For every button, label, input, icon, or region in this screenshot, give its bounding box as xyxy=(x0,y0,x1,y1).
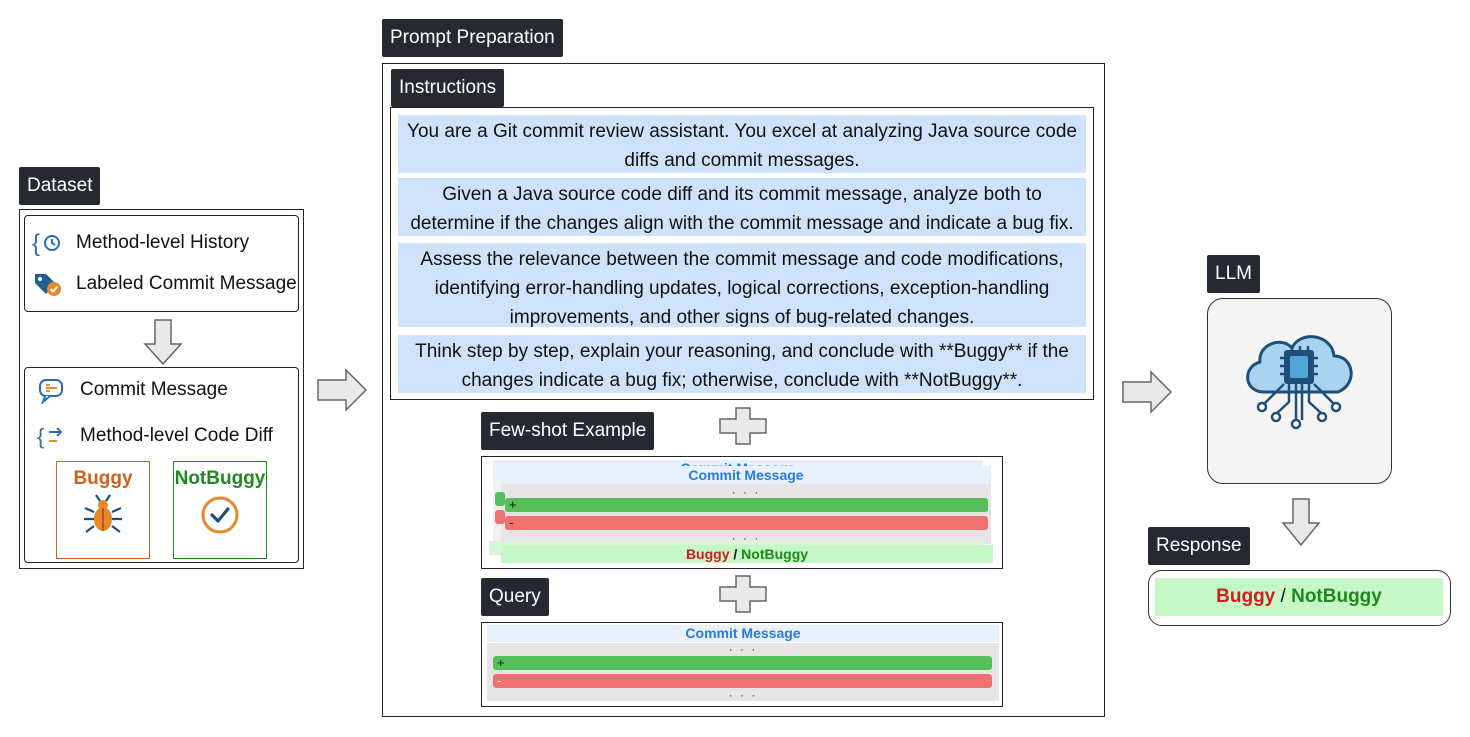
right-arrow-icon xyxy=(317,368,368,412)
down-arrow-icon xyxy=(1281,498,1321,547)
response-label-line: Buggy / NotBuggy xyxy=(1155,578,1443,616)
query-diff-area xyxy=(487,643,999,701)
instruction-assess: Assess the relevance between the commit … xyxy=(398,243,1086,328)
buggy-card-label: Buggy xyxy=(73,468,133,489)
commit-message-label: Commit Message xyxy=(80,379,228,400)
query-added-line: + xyxy=(493,656,992,670)
chat-bubble-icon xyxy=(34,375,70,405)
down-arrow-icon xyxy=(143,319,183,366)
fewshot-plus-back xyxy=(495,492,505,506)
plus-icon xyxy=(719,407,767,445)
code-diff-label: Method-level Code Diff xyxy=(80,425,273,446)
method-history-item: { Method-level History xyxy=(30,228,249,258)
dataset-tag: Dataset xyxy=(19,167,101,205)
response-tag: Response xyxy=(1148,527,1250,565)
buggy-card: Buggy xyxy=(56,461,150,559)
code-diff-item: { Method-level Code Diff xyxy=(34,421,273,451)
fewshot-slash: / xyxy=(729,546,742,562)
svg-text:{: { xyxy=(37,424,44,449)
method-history-label: Method-level History xyxy=(76,232,250,253)
fewshot-minus-back xyxy=(495,510,505,524)
fewshot-added-line: + xyxy=(505,498,988,512)
notbuggy-card: NotBuggy xyxy=(173,461,267,559)
query-dots-top: · · · xyxy=(728,642,758,656)
right-arrow-icon xyxy=(1122,370,1173,414)
prompt-preparation-tag: Prompt Preparation xyxy=(382,19,563,57)
fewshot-commit-header: Commit Message xyxy=(501,466,991,484)
fewshot-notbuggy-text: NotBuggy xyxy=(741,546,809,562)
fewshot-label-line: Buggy / NotBuggy xyxy=(501,545,993,563)
response-slash: / xyxy=(1275,586,1292,607)
instruction-task: Given a Java source code diff and its co… xyxy=(398,178,1086,236)
notbuggy-card-label: NotBuggy xyxy=(174,468,266,489)
fewshot-tag: Few-shot Example xyxy=(481,412,655,450)
fewshot-buggy-text: Buggy xyxy=(685,546,730,562)
fewshot-dots-top: · · · xyxy=(731,485,761,499)
response-buggy-text: Buggy xyxy=(1216,586,1276,607)
fewshot-removed-line: - xyxy=(505,516,988,530)
query-tag: Query xyxy=(481,578,549,616)
bug-icon xyxy=(84,494,122,533)
query-commit-header: Commit Message xyxy=(487,625,999,642)
instruction-role: You are a Git commit review assistant. Y… xyxy=(398,115,1086,173)
check-circle-icon xyxy=(201,496,239,534)
code-diff-icon: { xyxy=(34,421,70,451)
commit-message-item: Commit Message xyxy=(34,375,228,405)
llm-tag: LLM xyxy=(1207,255,1260,293)
dataset-source-box xyxy=(24,215,299,312)
labeled-commit-item: Labeled Commit Message xyxy=(30,269,297,299)
cloud-chip-icon xyxy=(1246,335,1353,430)
plus-icon xyxy=(719,575,767,613)
tag-check-icon xyxy=(30,269,66,299)
response-notbuggy-text: NotBuggy xyxy=(1291,586,1382,607)
query-dots-bottom: · · · xyxy=(728,688,758,702)
query-removed-line: - xyxy=(493,674,992,688)
svg-text:{: { xyxy=(32,230,40,257)
instruction-conclude: Think step by step, explain your reasoni… xyxy=(398,335,1086,393)
instructions-tag: Instructions xyxy=(391,69,505,107)
labeled-commit-label: Labeled Commit Message xyxy=(76,273,297,294)
fewshot-diff-area xyxy=(501,484,991,544)
history-code-icon: { xyxy=(30,228,66,258)
